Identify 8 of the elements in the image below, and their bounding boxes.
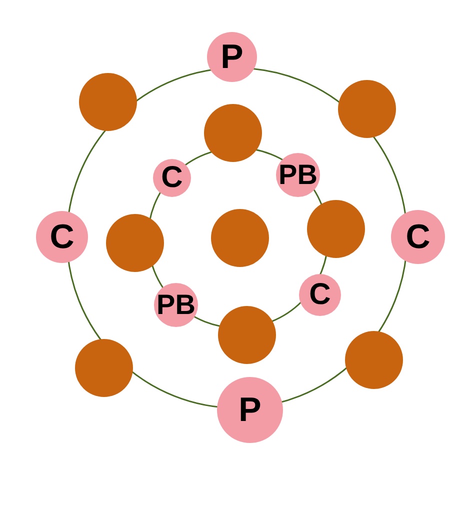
- circle-label: PB: [156, 291, 196, 319]
- circle-label: PB: [278, 161, 318, 189]
- circle-label: P: [220, 40, 244, 74]
- circle-label: C: [50, 220, 74, 254]
- circle-label: C: [406, 220, 430, 254]
- circle-label: C: [161, 163, 183, 193]
- circle-label: C: [309, 280, 331, 310]
- circle-label: P: [238, 393, 262, 427]
